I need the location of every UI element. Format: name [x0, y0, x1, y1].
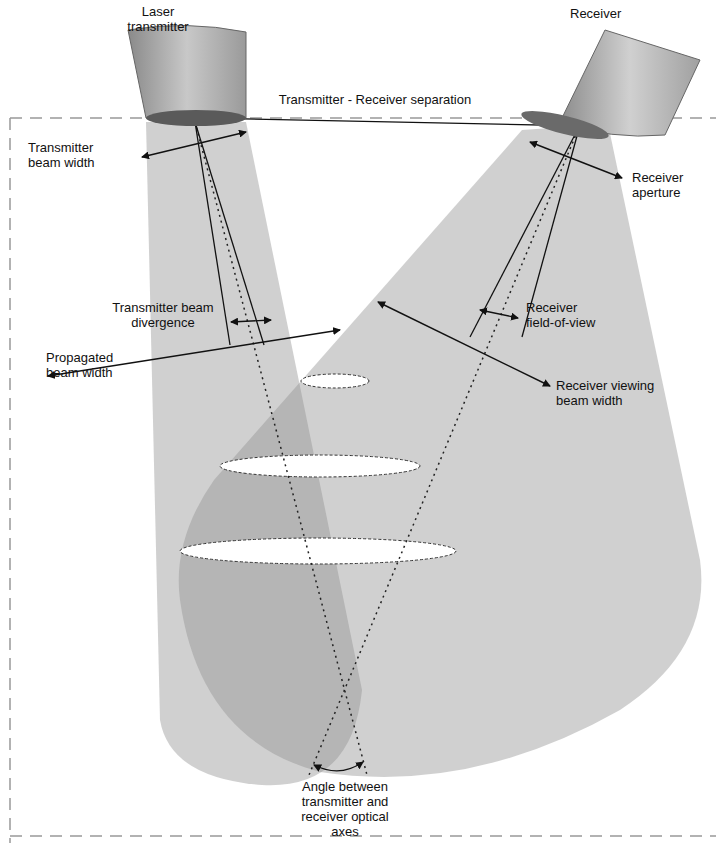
label: Transmitter - Receiver separation [250, 92, 500, 107]
receiver [519, 30, 700, 145]
receiver-beam [179, 124, 702, 777]
label: Propagated beam width [46, 350, 136, 380]
label: Receiver [570, 6, 660, 21]
angle-arc [314, 762, 363, 771]
divergence-line [195, 122, 580, 345]
optical-axis [195, 122, 580, 775]
label: Laser transmitter [118, 4, 198, 34]
label: Receiver aperture [632, 170, 712, 200]
label: Receiver viewing beam width [556, 378, 666, 408]
label: Transmitter beam width [28, 140, 123, 170]
frame [10, 118, 716, 843]
label: Transmitter beam divergence [108, 300, 218, 330]
label: Angle between transmitter and receiver o… [290, 779, 400, 839]
label: Receiver field-of-view [526, 300, 606, 330]
laser-transmitter [128, 25, 246, 126]
dimension-arrow [48, 118, 622, 386]
beam-overlap-ellipses [180, 374, 456, 564]
